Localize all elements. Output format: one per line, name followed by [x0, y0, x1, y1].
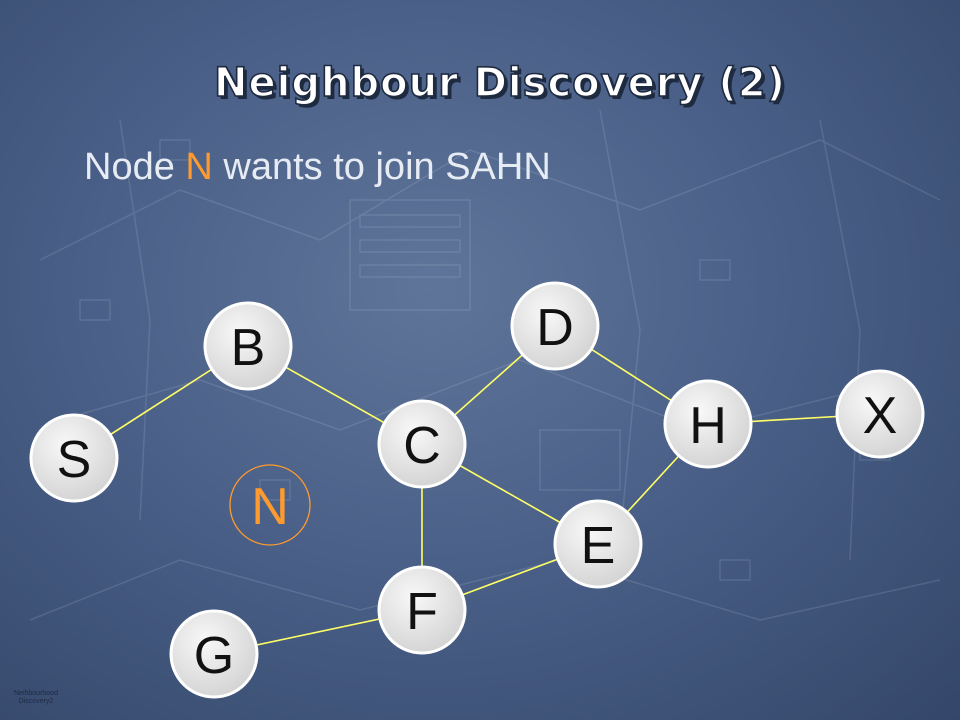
node-s: S: [29, 413, 119, 503]
node-e: E: [553, 499, 643, 589]
new-node-outline: [229, 464, 311, 546]
node-label: G: [194, 627, 234, 685]
node-circle: [663, 379, 753, 469]
node-n: N: [229, 464, 311, 546]
node-x: X: [835, 369, 925, 459]
node-label: S: [57, 431, 92, 489]
slide-title: Neighbour Discovery (2): [213, 59, 786, 107]
node-h: H: [663, 379, 753, 469]
subtitle-suffix: wants to join SAHN: [212, 146, 551, 188]
node-label: D: [536, 299, 574, 357]
subtitle-node-name: N: [185, 146, 213, 188]
node-circle: [377, 565, 467, 655]
node-circle: [203, 301, 293, 391]
node-label: C: [403, 417, 441, 475]
node-label: F: [406, 583, 438, 641]
node-circle: [553, 499, 643, 589]
node-label: N: [251, 478, 289, 536]
node-b: B: [203, 301, 293, 391]
node-circle: [510, 281, 600, 371]
node-c: C: [377, 399, 467, 489]
footnote-line: Discovery2: [18, 698, 54, 705]
node-label: B: [231, 319, 266, 377]
node-label: E: [581, 517, 616, 575]
edges-layer: [73, 325, 881, 655]
node-d: D: [510, 281, 600, 371]
nodes-layer: S B C D H X E F G N: [29, 281, 925, 699]
footnote-line: Neihbourhood: [14, 690, 58, 697]
node-f: F: [377, 565, 467, 655]
node-circle: [29, 413, 119, 503]
node-g: G: [169, 609, 259, 699]
node-label: X: [863, 387, 898, 445]
node-circle: [169, 609, 259, 699]
node-circle: [835, 369, 925, 459]
subtitle-prefix: Node: [84, 146, 186, 188]
node-circle: [377, 399, 467, 489]
slide-subtitle: Node N wants to join SAHN: [84, 146, 551, 189]
node-label: H: [689, 397, 727, 455]
